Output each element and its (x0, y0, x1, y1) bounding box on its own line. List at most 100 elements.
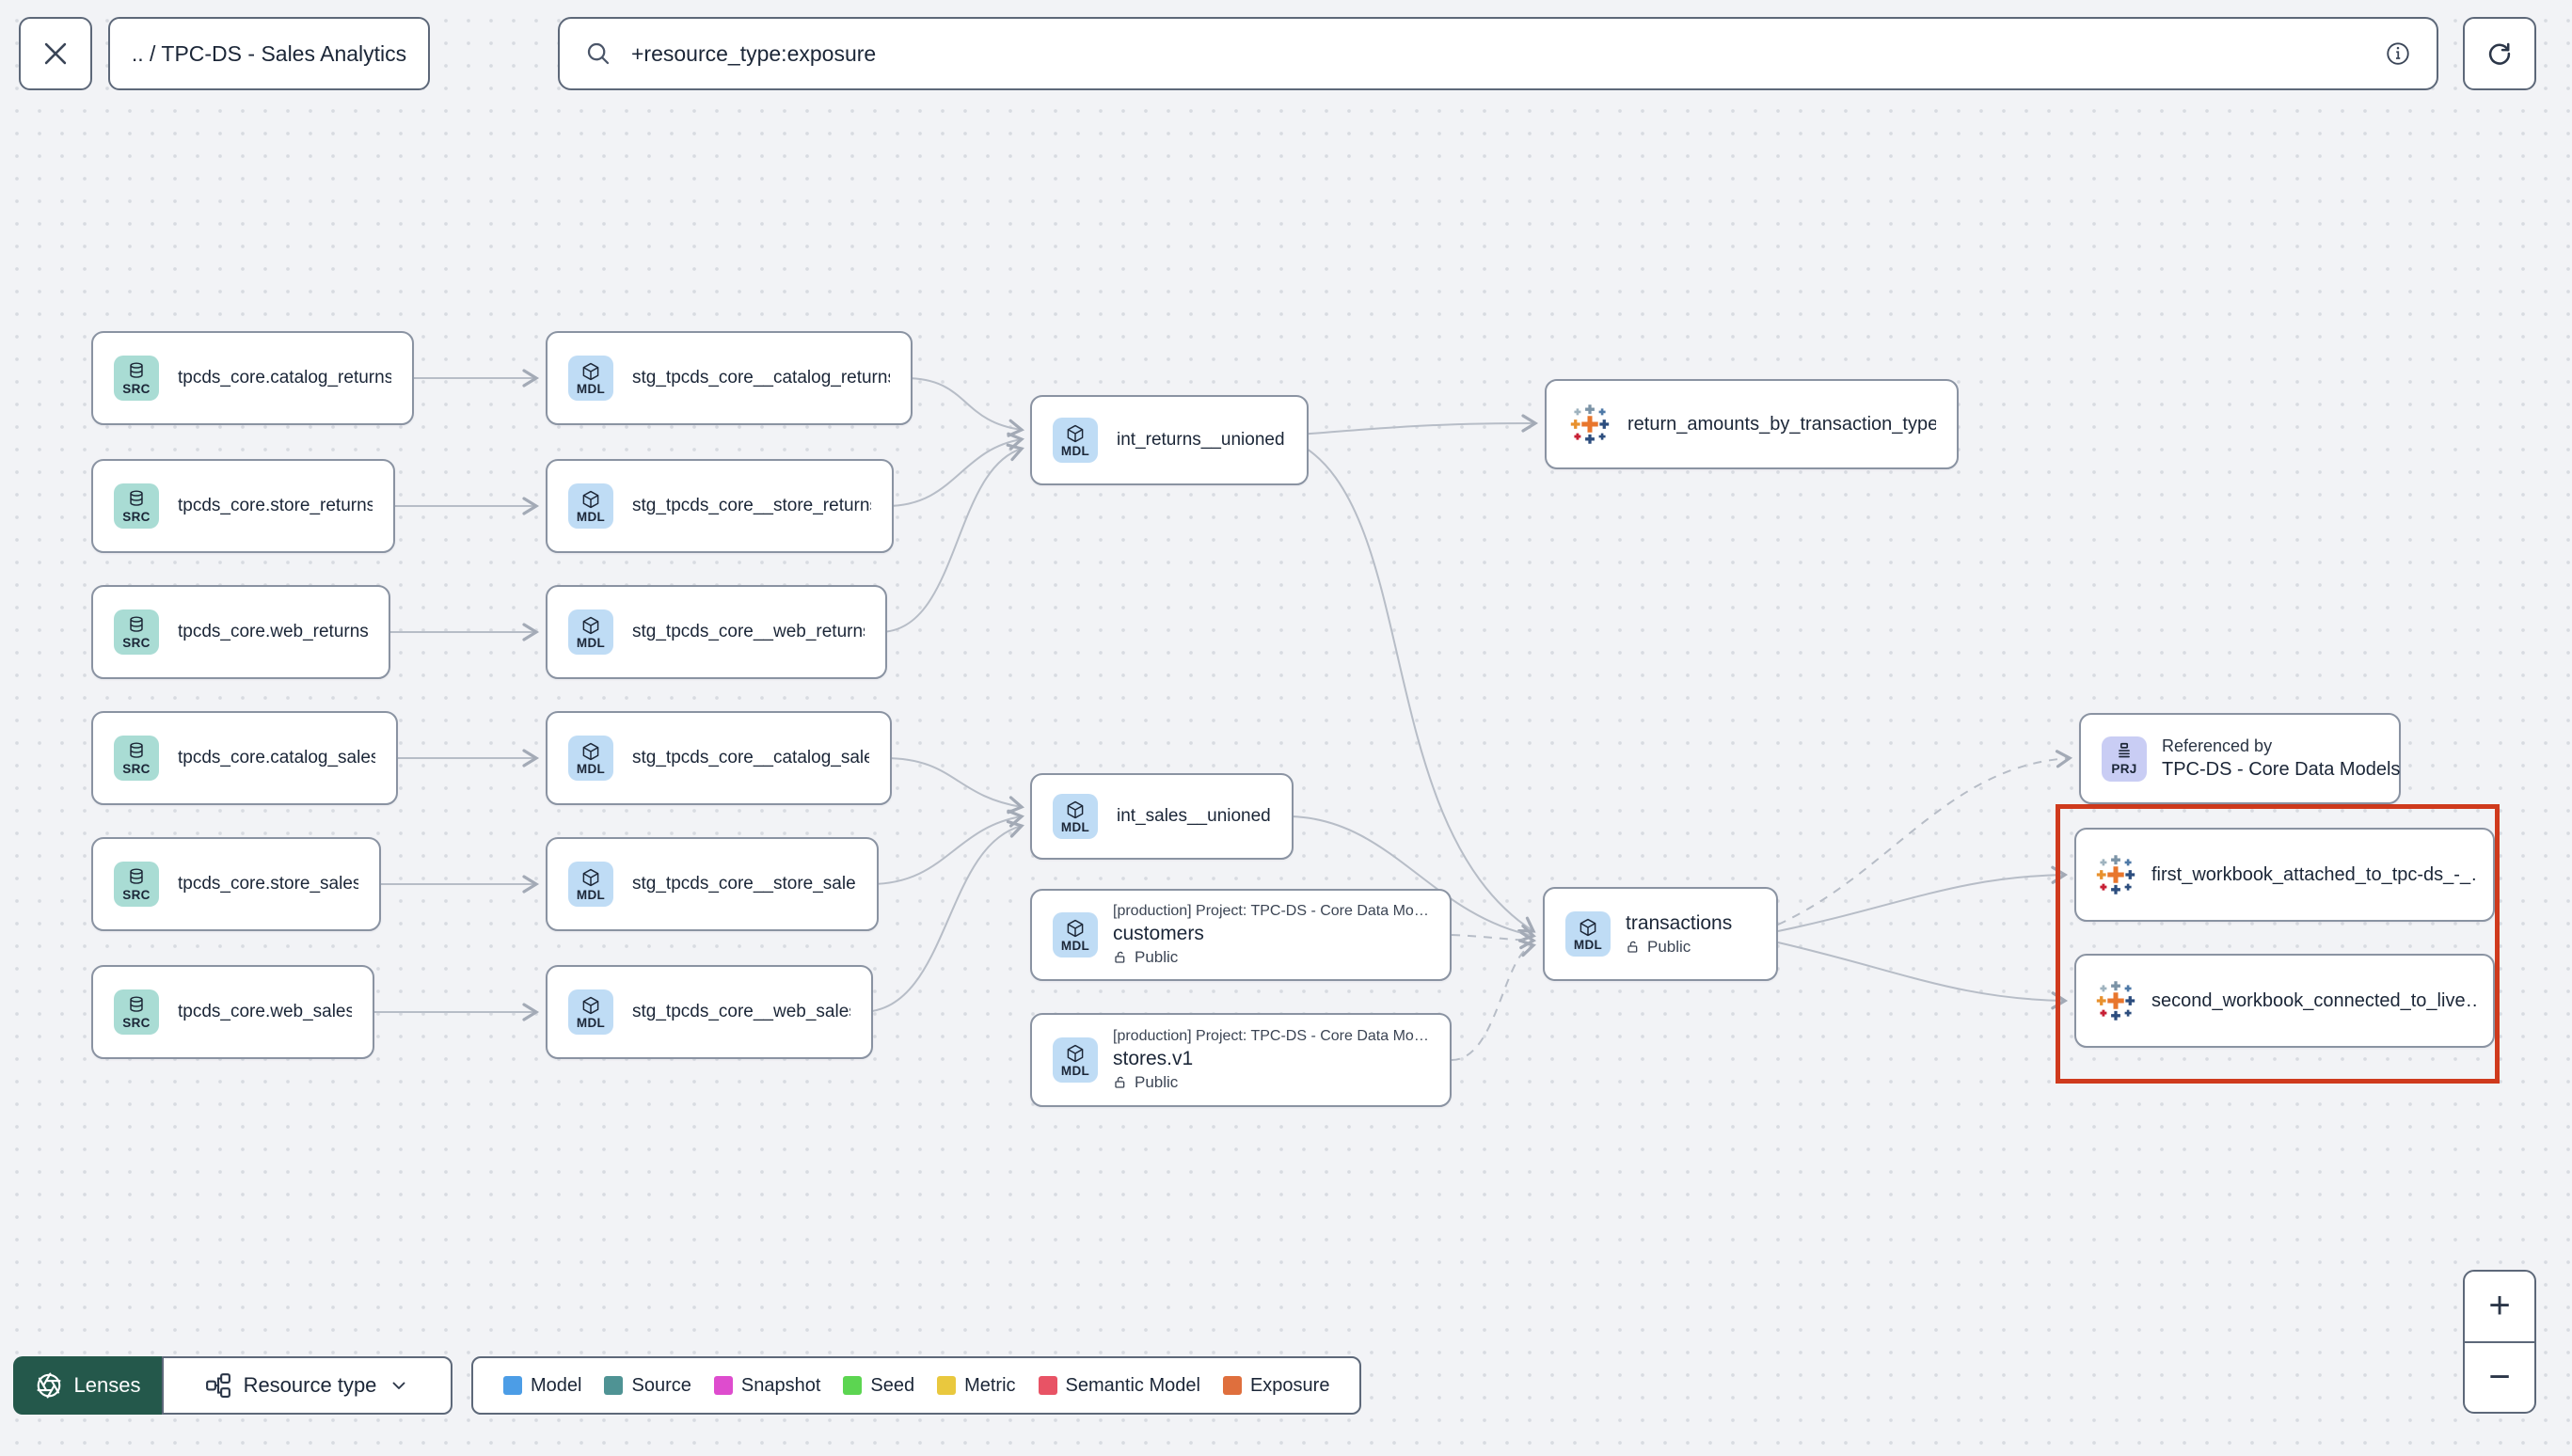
refresh-button[interactable] (2463, 17, 2536, 90)
node-source-catalog-returns[interactable]: SRC tpcds_core.catalog_returns (91, 331, 414, 425)
node-label: stg_tpcds_core__web_returns (632, 622, 865, 641)
source-badge: SRC (114, 483, 159, 529)
node-label: stg_tpcds_core__web_sales (632, 1002, 850, 1021)
legend: Model Source Snapshot Seed Metric Semant… (471, 1356, 1362, 1415)
node-int-sales-unioned[interactable]: MDL int_sales__unioned (1030, 773, 1294, 860)
resource-type-selector[interactable]: Resource type (162, 1356, 452, 1415)
info-icon[interactable] (2384, 40, 2412, 68)
access-label: Public (1113, 948, 1429, 967)
model-badge: MDL (1053, 912, 1098, 957)
database-icon (126, 615, 147, 636)
node-int-returns-unioned[interactable]: MDL int_returns__unioned (1030, 395, 1309, 485)
model-badge: MDL (568, 356, 613, 401)
cube-icon (580, 995, 601, 1016)
cube-icon (580, 867, 601, 888)
breadcrumb[interactable]: .. / TPC-DS - Sales Analytics (108, 17, 430, 90)
database-icon (126, 741, 147, 762)
chevron-down-icon (392, 1382, 405, 1389)
node-stg-web-returns[interactable]: MDL stg_tpcds_core__web_returns (546, 585, 887, 679)
node-label: tpcds_core.catalog_sales (178, 748, 375, 768)
seed-swatch (843, 1376, 863, 1395)
exposure-swatch (1222, 1376, 1242, 1395)
node-source-web-returns[interactable]: SRC tpcds_core.web_returns (91, 585, 390, 679)
source-badge: SRC (114, 989, 159, 1035)
node-referenced-by-project[interactable]: PRJ Referenced by TPC-DS - Core Data Mod… (2079, 713, 2401, 804)
model-swatch (503, 1376, 522, 1395)
access-label: Public (1626, 938, 1732, 957)
lenses-button[interactable]: Lenses (13, 1356, 162, 1415)
node-customers[interactable]: MDL [production] Project: TPC-DS - Core … (1030, 889, 1452, 981)
unlock-icon (1626, 940, 1641, 955)
node-label: stg_tpcds_core__catalog_returns (632, 368, 890, 388)
source-badge: SRC (114, 736, 159, 781)
legend-item-source: Source (604, 1375, 691, 1397)
model-badge: MDL (568, 736, 613, 781)
cube-icon (580, 741, 601, 762)
unlock-icon (1113, 1075, 1128, 1090)
node-label: stg_tpcds_core__store_returns (632, 496, 871, 515)
breadcrumb-label: .. / TPC-DS - Sales Analytics (131, 40, 407, 66)
node-stg-catalog-returns[interactable]: MDL stg_tpcds_core__catalog_returns (546, 331, 913, 425)
model-badge: MDL (1053, 1037, 1098, 1083)
node-source-web-sales[interactable]: SRC tpcds_core.web_sales (91, 965, 374, 1059)
model-badge: MDL (1565, 911, 1611, 957)
node-label: transactions (1626, 911, 1733, 934)
cube-icon (580, 361, 601, 382)
node-stores-v1[interactable]: MDL [production] Project: TPC-DS - Core … (1030, 1013, 1452, 1107)
node-label: tpcds_core.catalog_returns (178, 368, 391, 388)
node-stg-store-returns[interactable]: MDL stg_tpcds_core__store_returns (546, 459, 894, 553)
aperture-icon (36, 1372, 61, 1399)
legend-item-semantic-model: Semantic Model (1038, 1375, 1200, 1397)
legend-item-metric: Metric (937, 1375, 1016, 1397)
lineage-graph-icon (205, 1373, 230, 1398)
source-badge: SRC (114, 862, 159, 907)
snapshot-swatch (713, 1376, 733, 1395)
close-icon (44, 42, 67, 65)
access-label: Public (1113, 1073, 1429, 1092)
zoom-out-button[interactable]: − (2465, 1343, 2534, 1413)
project-stack-icon (2114, 741, 2135, 762)
search-icon (587, 42, 610, 65)
node-label: int_returns__unioned (1117, 430, 1285, 450)
project-label: [production] Project: TPC-DS - Core Data… (1113, 1028, 1429, 1044)
legend-item-snapshot: Snapshot (713, 1375, 820, 1397)
node-source-store-returns[interactable]: SRC tpcds_core.store_returns (91, 459, 395, 553)
unlock-icon (1113, 950, 1128, 965)
node-source-catalog-sales[interactable]: SRC tpcds_core.catalog_sales (91, 711, 398, 805)
node-label: stg_tpcds_core__catalog_sales (632, 748, 869, 768)
node-second-workbook-exposure[interactable]: second_workbook_connected_to_live… (2074, 954, 2495, 1048)
node-stg-web-sales[interactable]: MDL stg_tpcds_core__web_sales (546, 965, 873, 1059)
model-badge: MDL (568, 483, 613, 529)
plus-icon: + (2488, 1285, 2511, 1327)
node-stg-store-sales[interactable]: MDL stg_tpcds_core__store_sales (546, 837, 879, 931)
zoom-controls: + − (2463, 1270, 2536, 1414)
close-button[interactable] (19, 17, 92, 90)
node-first-workbook-exposure[interactable]: first_workbook_attached_to_tpc-ds_-_… (2074, 828, 2495, 922)
node-return-amounts-exposure[interactable]: return_amounts_by_transaction_type (1545, 379, 1959, 469)
tableau-icon (1567, 402, 1612, 447)
node-label: tpcds_core.web_sales (178, 1002, 352, 1021)
node-source-store-sales[interactable]: SRC tpcds_core.store_sales (91, 837, 381, 931)
node-label: stores.v1 (1113, 1048, 1194, 1069)
zoom-in-button[interactable]: + (2465, 1272, 2534, 1343)
node-stg-catalog-sales[interactable]: MDL stg_tpcds_core__catalog_sales (546, 711, 892, 805)
model-badge: MDL (568, 989, 613, 1035)
node-label: stg_tpcds_core__store_sales (632, 874, 856, 894)
cube-icon (1065, 918, 1086, 939)
tableau-icon (2093, 852, 2138, 897)
cube-icon (1065, 423, 1086, 444)
database-icon (126, 995, 147, 1016)
search-input[interactable] (629, 40, 2367, 68)
cube-icon (580, 615, 601, 636)
refresh-icon (2488, 42, 2511, 65)
referenced-by-label: Referenced by (2162, 736, 2273, 755)
cube-icon (1065, 799, 1086, 820)
database-icon (126, 361, 147, 382)
legend-item-model: Model (503, 1375, 581, 1397)
node-label: customers (1113, 923, 1204, 944)
search-bar[interactable] (558, 17, 2438, 90)
project-label: [production] Project: TPC-DS - Core Data… (1113, 903, 1429, 919)
node-transactions[interactable]: MDL transactions Public (1543, 887, 1778, 981)
